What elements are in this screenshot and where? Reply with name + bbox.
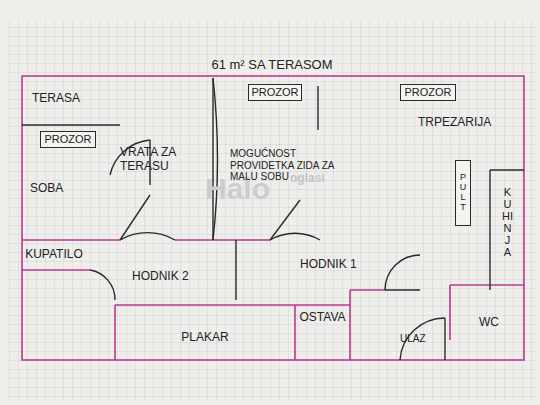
room-label: WC [479, 316, 499, 330]
room-label: TRPEZARIJA [418, 116, 491, 130]
room-label: PROZOR [44, 133, 91, 146]
room-box: KUPATILO [22, 242, 86, 268]
room-label: PROZOR [404, 86, 451, 99]
window-box: PROZOR [40, 131, 96, 148]
wall-note: MOGUĆNOST PROVIDETKA ZIDA ZA MALU SOBU [230, 148, 350, 183]
room-label: OSTAVA [299, 311, 345, 325]
room-box: OSTAVA [295, 305, 350, 331]
room-label: PROZOR [251, 86, 298, 99]
room-box: PLAKAR [115, 318, 295, 358]
room-label: PLAKAR [181, 331, 228, 345]
counter-box: PULT [455, 160, 471, 226]
plan-title: 61 m² SA TERASOM [209, 58, 334, 73]
window-box: PROZOR [248, 84, 302, 101]
room-label: HODNIK 1 [300, 258, 357, 272]
watermark: oglasi [290, 172, 325, 186]
window-box: PROZOR [400, 84, 456, 101]
entrance-label: ULAZ [400, 333, 426, 345]
room-label: KUPATILO [25, 248, 83, 262]
room-label: TERASA [32, 92, 80, 106]
room-label: SOBA [30, 182, 63, 196]
room-label: HODNIK 2 [132, 270, 189, 284]
room-box: WC [454, 285, 524, 360]
door-note: VRATA ZA TERASU [120, 146, 182, 174]
room-label: PULT [459, 173, 468, 213]
room-label: KUHINJA [502, 186, 513, 259]
